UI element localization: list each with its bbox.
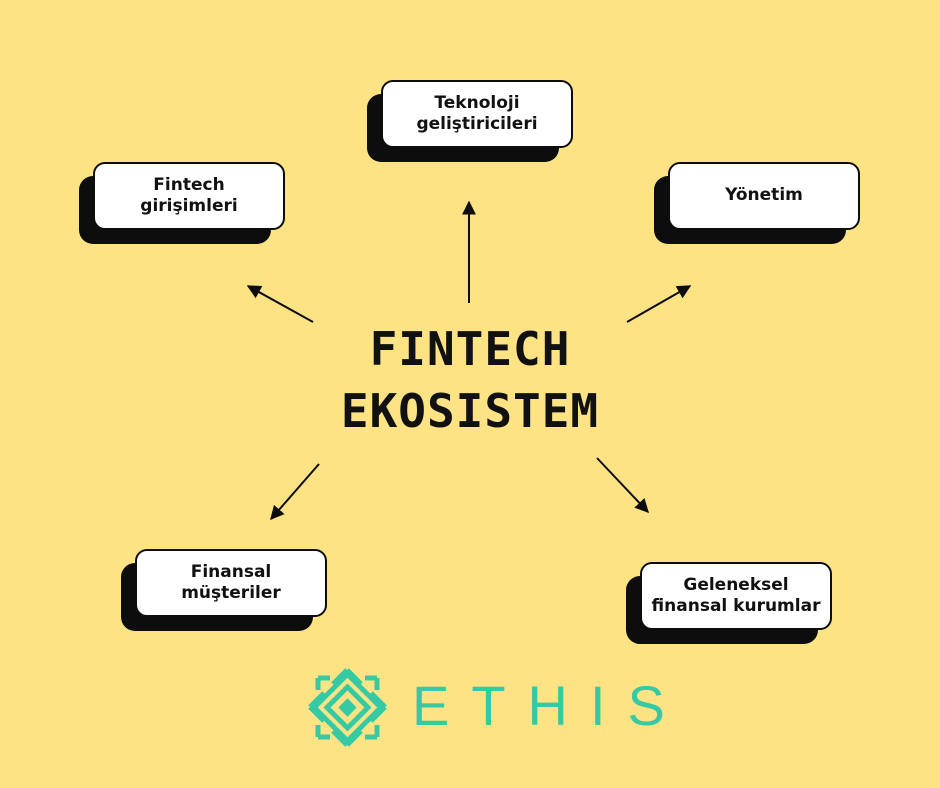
arrow-to-finansal [270,463,320,521]
ethis-logo-mark-icon [308,668,387,747]
node-finansal: Finansal müşteriler [121,549,327,631]
node-yonetim: Yönetim [654,162,860,244]
arrow-to-geleneksel [596,457,649,514]
node-fintech: Fintech girişimleri [79,162,285,244]
ethis-wordmark: ETHIS [412,674,687,737]
node-geleneksel: Geleneksel finansal kurumlar [626,562,832,644]
node-label: Geleneksel finansal kurumlar [651,574,821,616]
node-label: Teknoloji geliştiricileri [416,92,538,134]
center-title: FINTECH EKOSISTEM [340,322,600,438]
arrow-to-yonetim [626,285,692,323]
arrow-to-fintech [246,285,314,323]
node-box: Finansal müşteriler [135,549,327,617]
node-label: Finansal müşteriler [181,561,281,603]
node-teknoloji: Teknoloji geliştiricileri [367,80,573,162]
node-box: Fintech girişimleri [93,162,285,230]
node-box: Yönetim [668,162,860,230]
node-box: Teknoloji geliştiricileri [381,80,573,148]
node-box: Geleneksel finansal kurumlar [640,562,832,630]
ethis-logo: ETHIS [300,660,665,755]
node-label: Fintech girişimleri [140,174,238,216]
node-label: Yönetim [725,185,803,206]
